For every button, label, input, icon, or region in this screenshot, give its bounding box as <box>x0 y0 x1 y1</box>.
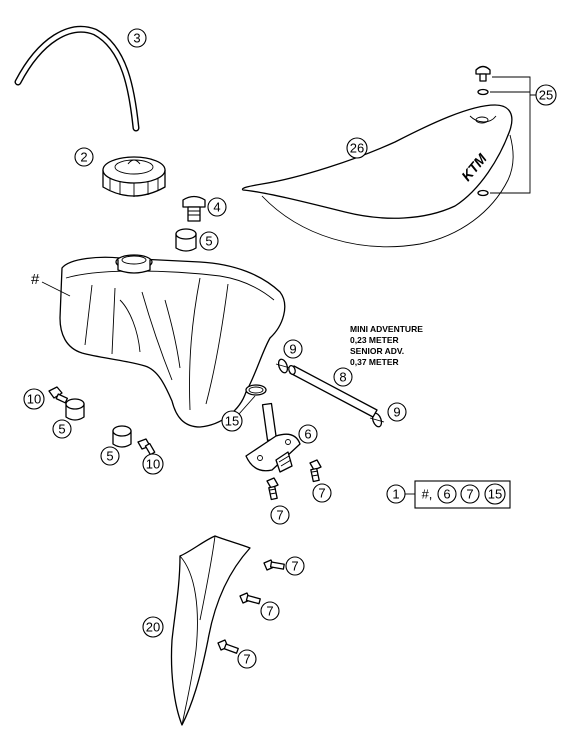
grommet-left-part[interactable] <box>65 398 85 421</box>
svg-text:SENIOR ADV.: SENIOR ADV. <box>350 346 404 356</box>
svg-text:25: 25 <box>539 88 553 103</box>
grommet-lower-part[interactable] <box>112 425 132 448</box>
tank-marker: # <box>31 271 40 288</box>
svg-text:7: 7 <box>276 508 283 523</box>
callout-2: 2 <box>74 147 94 167</box>
svg-text:9: 9 <box>289 342 296 357</box>
fuel-line-part[interactable] <box>288 364 378 418</box>
svg-text:2: 2 <box>80 150 87 165</box>
hose-clamp-top-part[interactable] <box>275 358 291 374</box>
screw-7-tap-left-part[interactable] <box>266 477 279 501</box>
svg-text:15: 15 <box>488 487 502 502</box>
fuel-hose-part[interactable] <box>14 25 140 132</box>
side-panel-part[interactable] <box>170 535 251 726</box>
callout-25: 25 <box>535 84 557 106</box>
svg-text:7: 7 <box>266 604 273 619</box>
screw-7-tap-right-part[interactable] <box>309 459 322 483</box>
screw-7-panel-top-part[interactable] <box>263 559 285 571</box>
svg-text:10: 10 <box>27 392 41 407</box>
callout-20: 20 <box>142 616 164 638</box>
svg-text:8: 8 <box>339 370 346 385</box>
svg-text:6: 6 <box>443 487 450 502</box>
callout-15: 15 <box>221 410 243 432</box>
callout-5-left: 5 <box>52 419 72 439</box>
svg-text:0,37 METER: 0,37 METER <box>350 357 399 367</box>
svg-text:9: 9 <box>393 405 400 420</box>
callout-7-panel-mid: 7 <box>260 601 280 621</box>
callout-9-top: 9 <box>283 339 303 359</box>
svg-text:7: 7 <box>466 487 473 502</box>
callout-9-bottom: 9 <box>387 402 407 422</box>
svg-text:3: 3 <box>133 31 140 46</box>
fuel-cap-part[interactable] <box>102 156 166 197</box>
fuel-tap-part[interactable] <box>245 402 301 473</box>
legend-hash: #, <box>422 487 433 502</box>
svg-text:15: 15 <box>225 414 239 429</box>
hose-clamp-bottom-part[interactable] <box>369 412 385 428</box>
screw-7-panel-mid-part[interactable] <box>239 592 261 605</box>
screw-10-right-part[interactable] <box>137 438 156 456</box>
svg-text:7: 7 <box>318 486 325 501</box>
hose-length-note: MINI ADVENTURE 0,23 METER SENIOR ADV. 0,… <box>350 324 423 367</box>
svg-text:26: 26 <box>350 141 364 156</box>
fuel-tank-part[interactable] <box>59 254 286 428</box>
callout-10-right: 10 <box>142 453 164 475</box>
callout-5-lower: 5 <box>100 446 120 466</box>
svg-text:20: 20 <box>146 620 160 635</box>
callout-3: 3 <box>127 28 147 48</box>
seat-part[interactable]: KTM <box>241 104 514 248</box>
svg-text:5: 5 <box>58 422 65 437</box>
callout-7-panel-top: 7 <box>285 556 305 576</box>
callout-7-tap-left: 7 <box>270 505 290 525</box>
legend-item: 1 <box>392 487 399 502</box>
callout-7-panel-bottom: 7 <box>237 649 257 669</box>
svg-text:6: 6 <box>304 427 311 442</box>
o-ring-part[interactable] <box>245 384 267 396</box>
svg-text:4: 4 <box>213 200 220 215</box>
tank-leader-line <box>41 281 71 297</box>
o-ring-leader <box>238 395 256 415</box>
seat-bolt-part[interactable] <box>475 65 491 197</box>
callout-6: 6 <box>298 424 318 444</box>
svg-text:7: 7 <box>243 652 250 667</box>
callout-10-left: 10 <box>23 388 45 410</box>
screw-7-panel-bottom-part[interactable] <box>217 639 239 654</box>
grommet-top-part[interactable] <box>175 228 197 252</box>
callout-5-top: 5 <box>199 231 219 251</box>
svg-text:5: 5 <box>205 234 212 249</box>
svg-text:5: 5 <box>106 449 113 464</box>
svg-text:7: 7 <box>291 559 298 574</box>
callout-4: 4 <box>207 197 227 217</box>
assembly-legend: 1 #, 6 7 15 <box>386 480 511 509</box>
callout-7-tap-right: 7 <box>312 483 332 503</box>
svg-text:10: 10 <box>146 457 160 472</box>
callout-26: 26 <box>346 137 368 159</box>
screw-10-left-part[interactable] <box>48 386 69 404</box>
svg-text:0,23 METER: 0,23 METER <box>350 335 399 345</box>
callout-8: 8 <box>333 367 353 387</box>
svg-text:MINI ADVENTURE: MINI ADVENTURE <box>350 324 423 334</box>
vent-valve-part[interactable] <box>182 195 206 222</box>
